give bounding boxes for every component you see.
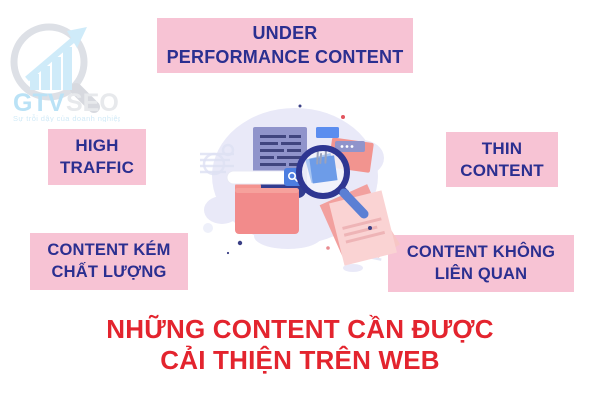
gtv-seo-logo: GTV SEO Sự trỗi dậy của doanh nghiệp (10, 23, 120, 122)
label-line: PERFORMANCE CONTENT (166, 46, 404, 67)
card-blue (316, 127, 339, 138)
label-line: UNDER (252, 23, 318, 44)
label-box-high-traffic: HIGH TRAFFIC (48, 129, 146, 185)
main-title-line: CẢI THIỆN TRÊN WEB (160, 345, 440, 376)
logo-bar-chart-icon (30, 47, 72, 90)
label-line: CONTENT (460, 160, 544, 180)
logo-brand-secondary: SEO (66, 89, 119, 117)
label-box-content-khong-lien-quan: CONTENT KHÔNG LIÊN QUAN (388, 235, 574, 292)
main-title-line: NHỮNG CONTENT CẦN ĐƯỢC (106, 314, 494, 344)
note-icon (309, 155, 338, 184)
label-line: HIGH (75, 136, 119, 156)
logo-magnifier-icon (10, 23, 100, 113)
label-line: THIN (481, 138, 523, 158)
folder-icon (235, 183, 299, 234)
label-line: CONTENT KHÔNG (406, 243, 556, 262)
magnifier-icon (296, 145, 369, 219)
growth-arrow-icon (25, 27, 87, 82)
browser-bar-icon (335, 141, 365, 152)
gear-decoration (202, 143, 235, 176)
search-icon (288, 172, 298, 182)
label-box-under-performance-content: UNDER PERFORMANCE CONTENT (157, 18, 413, 73)
search-bar (226, 168, 302, 186)
label-line: CONTENT KÉM (47, 241, 171, 260)
main-title: NHỮNG CONTENT CẦN ĐƯỢC CẢI THIỆN TRÊN WE… (0, 314, 600, 376)
label-line: TRAFFIC (59, 158, 135, 177)
logo-brand-primary: GTV (13, 89, 65, 117)
label-line: CHẤT LƯỢNG (51, 262, 167, 281)
content-audit-illustration (200, 104, 401, 272)
dot-decoration (226, 104, 372, 255)
label-box-content-kem-chat-luong: CONTENT KÉM CHẤT LƯỢNG (30, 233, 188, 290)
logo-tagline: Sự trỗi dậy của doanh nghiệp (13, 114, 120, 122)
label-line: LIÊN QUAN (434, 264, 528, 283)
label-box-thin-content: THIN CONTENT (446, 132, 558, 187)
paper-stack (319, 184, 401, 266)
